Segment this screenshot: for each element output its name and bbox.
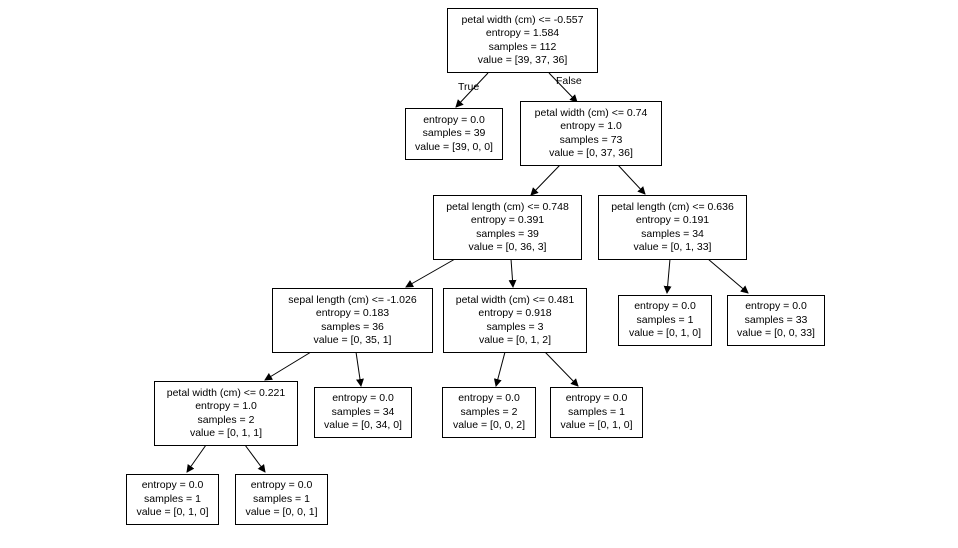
edge-n6-n12 bbox=[544, 351, 579, 387]
node-samples: samples = 1 bbox=[636, 313, 694, 326]
node-entropy: entropy = 0.0 bbox=[141, 479, 204, 492]
node-samples: samples = 112 bbox=[488, 40, 557, 53]
node-entropy: entropy = 0.0 bbox=[423, 113, 485, 126]
tree-node-3: petal length (cm) <= 0.748 entropy = 0.3… bbox=[433, 195, 582, 260]
edge-label-true: True bbox=[458, 81, 480, 93]
node-split-rule: petal width (cm) <= -0.557 bbox=[461, 13, 584, 26]
node-samples: samples = 1 bbox=[144, 492, 201, 505]
node-value: value = [0, 1, 0] bbox=[628, 327, 702, 340]
node-samples: samples = 3 bbox=[486, 320, 544, 333]
node-split-rule: petal width (cm) <= 0.74 bbox=[534, 106, 648, 119]
tree-node-leaf-1: entropy = 0.0 samples = 39 value = [39, … bbox=[405, 108, 503, 160]
node-value: value = [39, 0, 0] bbox=[415, 140, 493, 153]
node-samples: samples = 36 bbox=[321, 320, 384, 333]
edge-n5-n9 bbox=[264, 351, 312, 381]
tree-node-leaf-11: entropy = 0.0 samples = 2 value = [0, 0,… bbox=[442, 387, 536, 438]
node-split-rule: petal length (cm) <= 0.636 bbox=[611, 200, 734, 213]
node-entropy: entropy = 0.391 bbox=[470, 214, 545, 226]
node-value: value = [0, 0, 2] bbox=[452, 419, 526, 432]
node-value: value = [0, 0, 33] bbox=[737, 327, 815, 340]
node-entropy: entropy = 0.0 bbox=[458, 392, 520, 405]
node-value: value = [0, 1, 2] bbox=[478, 334, 552, 346]
node-value: value = [0, 37, 36] bbox=[549, 147, 633, 159]
node-samples: samples = 73 bbox=[559, 133, 623, 146]
node-split-rule: petal length (cm) <= 0.748 bbox=[446, 200, 569, 213]
node-split-rule: petal width (cm) <= 0.221 bbox=[166, 386, 286, 399]
node-entropy: entropy = 0.0 bbox=[565, 392, 628, 405]
edge-n4-n7 bbox=[663, 258, 672, 294]
node-split-rule: sepal length (cm) <= -1.026 bbox=[288, 293, 417, 306]
edge-n9-n13 bbox=[186, 444, 207, 473]
node-entropy: entropy = 0.0 bbox=[745, 300, 807, 313]
node-entropy: entropy = 0.191 bbox=[635, 214, 710, 226]
node-samples: samples = 39 bbox=[422, 127, 486, 140]
node-value: value = [0, 1, 1] bbox=[189, 427, 263, 439]
node-samples: samples = 39 bbox=[476, 227, 539, 240]
tree-node-leaf-13: entropy = 0.0 samples = 1 value = [0, 1,… bbox=[126, 474, 219, 525]
node-value: value = [0, 0, 1] bbox=[245, 506, 318, 519]
node-entropy: entropy = 0.0 bbox=[634, 300, 696, 313]
node-value: value = [39, 37, 36] bbox=[477, 54, 568, 66]
tree-node-leaf-7: entropy = 0.0 samples = 1 value = [0, 1,… bbox=[618, 295, 712, 346]
tree-node-root: petal width (cm) <= -0.557 entropy = 1.5… bbox=[447, 8, 598, 73]
node-entropy: entropy = 1.584 bbox=[485, 27, 560, 39]
node-entropy: entropy = 1.0 bbox=[195, 400, 257, 412]
tree-node-4: petal length (cm) <= 0.636 entropy = 0.1… bbox=[598, 195, 747, 260]
node-samples: samples = 2 bbox=[460, 405, 518, 418]
node-value: value = [0, 35, 1] bbox=[313, 334, 392, 346]
edge-n4-n8 bbox=[707, 258, 749, 294]
node-value: value = [0, 1, 33] bbox=[633, 241, 712, 253]
edge-root-n2 bbox=[548, 72, 578, 103]
node-entropy: entropy = 0.183 bbox=[315, 307, 390, 319]
edge-n2-n3 bbox=[530, 164, 561, 196]
edge-root-n1 bbox=[455, 72, 489, 108]
node-value: value = [0, 36, 3] bbox=[468, 241, 547, 253]
tree-node-leaf-12: entropy = 0.0 samples = 1 value = [0, 1,… bbox=[550, 387, 643, 438]
edge-n5-n10 bbox=[355, 351, 364, 387]
tree-node-5: sepal length (cm) <= -1.026 entropy = 0.… bbox=[272, 288, 433, 353]
node-entropy: entropy = 0.918 bbox=[478, 307, 552, 319]
tree-node-leaf-8: entropy = 0.0 samples = 33 value = [0, 0… bbox=[727, 295, 825, 346]
node-value: value = [0, 34, 0] bbox=[324, 419, 402, 432]
node-split-rule: petal width (cm) <= 0.481 bbox=[455, 293, 575, 306]
node-samples: samples = 1 bbox=[568, 405, 625, 418]
node-samples: samples = 2 bbox=[197, 413, 255, 426]
edge-n6-n11 bbox=[493, 351, 506, 387]
node-entropy: entropy = 1.0 bbox=[560, 120, 622, 132]
edge-label-false: False bbox=[556, 75, 582, 87]
edge-n9-n14 bbox=[244, 444, 266, 473]
node-entropy: entropy = 0.0 bbox=[332, 392, 394, 405]
tree-node-leaf-10: entropy = 0.0 samples = 34 value = [0, 3… bbox=[314, 387, 412, 438]
edge-n3-n6 bbox=[508, 258, 517, 288]
tree-node-6: petal width (cm) <= 0.481 entropy = 0.91… bbox=[443, 288, 587, 353]
node-samples: samples = 34 bbox=[331, 405, 395, 418]
tree-node-leaf-14: entropy = 0.0 samples = 1 value = [0, 0,… bbox=[235, 474, 328, 525]
tree-node-9: petal width (cm) <= 0.221 entropy = 1.0 … bbox=[154, 381, 298, 446]
tree-node-2: petal width (cm) <= 0.74 entropy = 1.0 s… bbox=[520, 101, 662, 166]
node-value: value = [0, 1, 0] bbox=[560, 419, 633, 432]
node-samples: samples = 34 bbox=[641, 227, 704, 240]
edge-n3-n5 bbox=[405, 258, 456, 288]
node-value: value = [0, 1, 0] bbox=[136, 506, 209, 519]
node-entropy: entropy = 0.0 bbox=[250, 479, 313, 492]
node-samples: samples = 33 bbox=[744, 313, 808, 326]
node-samples: samples = 1 bbox=[253, 492, 310, 505]
edge-n2-n4 bbox=[617, 164, 646, 195]
